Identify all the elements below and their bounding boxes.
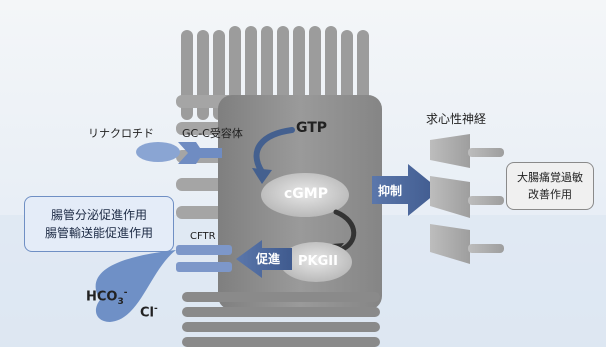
cgmp-label: cGMP	[284, 186, 328, 202]
secretion-effect-line1: 腸管分泌促進作用	[51, 206, 147, 224]
hyperalgesia-effect-box: 大腸痛覚過敏 改善作用	[506, 162, 594, 210]
linaclotide-molecule	[136, 142, 180, 162]
inhibit-label: 抑制	[378, 182, 402, 199]
cftr-label: CFTR	[190, 231, 216, 242]
gtp-label: GTP	[296, 120, 327, 136]
afferent-nerve-label: 求心性神経	[426, 110, 486, 127]
hco3-text: HCO	[86, 289, 117, 304]
hco3-label: HCO3-	[86, 288, 128, 307]
afferent-nerve	[430, 134, 504, 264]
pkgii-label: PKGII	[298, 254, 338, 269]
hyperalgesia-effect-line1: 大腸痛覚過敏	[517, 169, 583, 186]
hco3-subscript: 3	[117, 297, 123, 307]
promote-label: 促進	[256, 250, 280, 267]
hyperalgesia-effect-line2: 改善作用	[528, 186, 572, 203]
linaclotide-label: リナクロチド	[88, 125, 154, 141]
cl-label: Cl-	[140, 304, 158, 320]
secretion-effect-box: 腸管分泌促進作用 腸管輸送能促進作用	[24, 196, 174, 252]
cl-superscript: -	[154, 304, 158, 314]
cl-text: Cl	[140, 305, 154, 320]
secretion-effect-line2: 腸管輸送能促進作用	[45, 224, 153, 242]
gcc-receptor-label: GC-C受容体	[182, 125, 243, 141]
hco3-superscript: -	[124, 288, 128, 298]
